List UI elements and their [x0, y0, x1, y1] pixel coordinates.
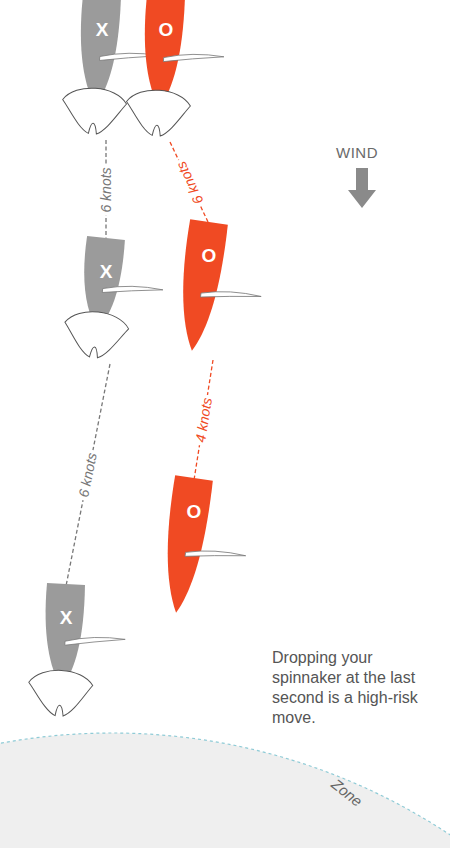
boat: O [163, 478, 225, 620]
speed-label: 6 knots [98, 164, 114, 215]
wind-label: WIND [336, 144, 378, 161]
boat: X [26, 584, 106, 720]
boat-letter: X [26, 608, 106, 627]
speed-line [170, 142, 209, 224]
boat-letter: X [70, 262, 142, 281]
boat-letter: O [130, 20, 202, 39]
wind-arrow [348, 168, 376, 208]
boat-shape [70, 238, 142, 362]
boat: X [66, 0, 138, 138]
boat: X [70, 238, 142, 362]
boat-letter: O [163, 502, 225, 521]
zone-circle [0, 733, 450, 848]
speed-line [66, 364, 110, 586]
boat: O [130, 0, 202, 140]
boat-shape [178, 222, 240, 358]
boat-letter: O [178, 246, 240, 265]
speed-label: 6 knots [75, 448, 101, 501]
speed-label: 4 knots [192, 393, 216, 446]
boat: O [178, 222, 240, 358]
speed-label: 6 knots [171, 156, 207, 209]
boat-shape [26, 584, 106, 720]
boat-letter: X [66, 20, 138, 39]
note-text: Dropping your spinnaker at the last seco… [272, 648, 440, 728]
boat-shape [163, 478, 225, 620]
